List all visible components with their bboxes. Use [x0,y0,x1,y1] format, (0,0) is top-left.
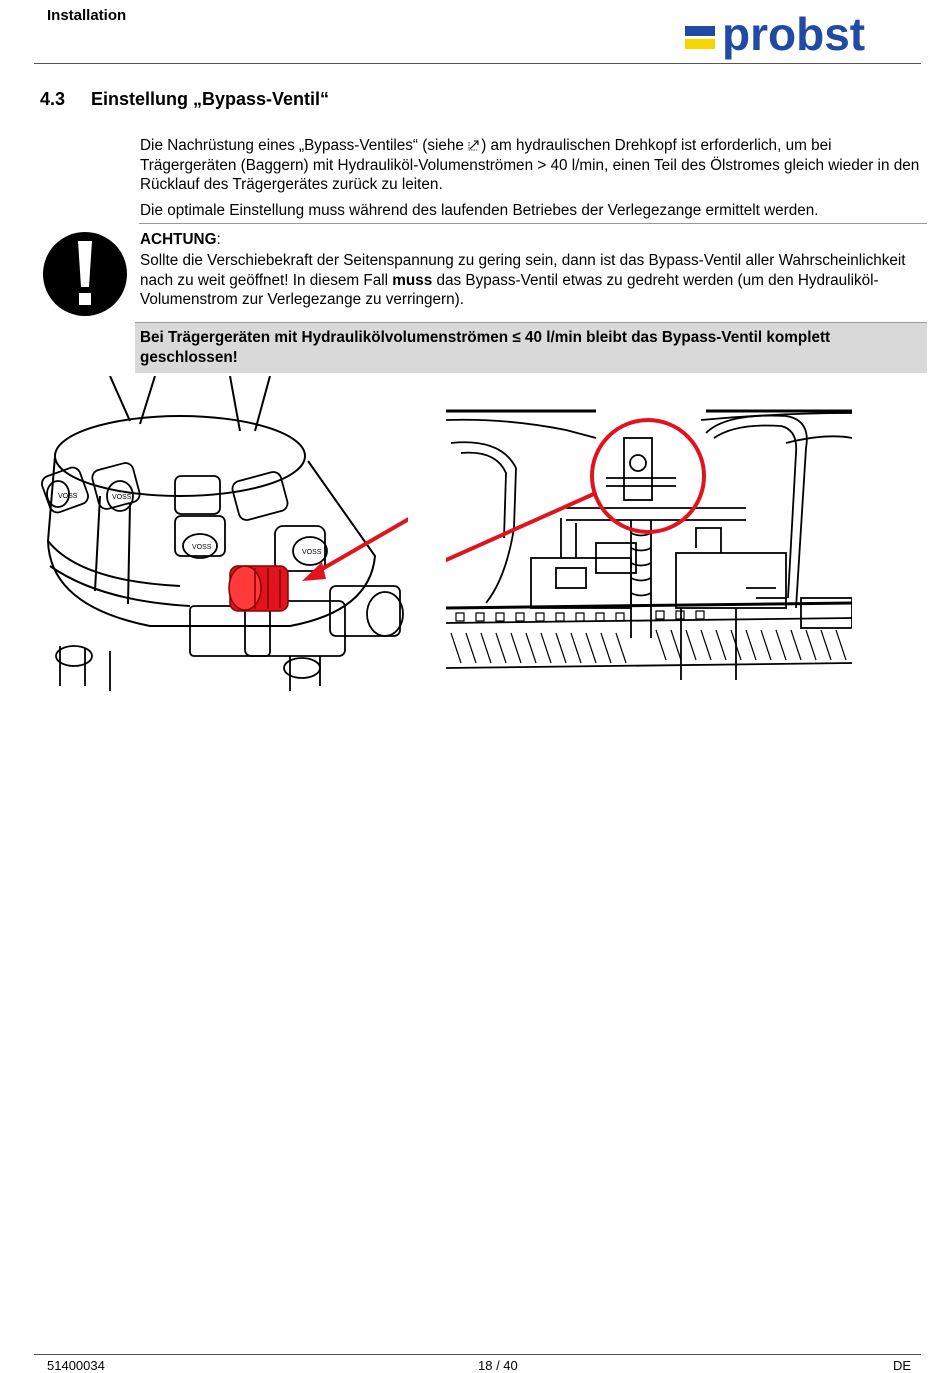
section-number: 4.3 [40,89,66,109]
note-box [135,322,927,373]
warning-heading-colon: : [216,231,221,248]
header-section-label: Installation [47,7,127,24]
warning-text: Sollte die Verschiebekraft der Seitenspa… [140,251,925,310]
external-link-icon[interactable] [468,137,481,151]
hydraulic-rotator-valve-drawing: VOSS VOSS VOSS VOSS [40,375,441,696]
warning-heading: ACHTUNG: [140,231,221,249]
setting-paragraph: Die optimale Einstellung muss während de… [140,202,819,219]
footer-divider [34,1354,921,1355]
footer-language: DE [893,1358,912,1373]
footer-page-number: 18 / 40 [478,1358,518,1373]
intro-paragraph: Die Nachrüstung eines „Bypass-Ventiles“ … [140,136,920,195]
intro-text-before: Die Nachrüstung eines „Bypass-Ventiles“ … [140,137,469,154]
logo-text: probst [722,10,865,60]
svg-text:VOSS: VOSS [58,493,78,500]
bypass-valve-highlight [228,565,289,612]
svg-text:VOSS: VOSS [302,549,322,556]
intro-text-after: ) am hydraulischen Drehkopf ist erforder… [140,137,920,193]
warning-heading-label: ACHTUNG [140,231,217,248]
warning-divider [139,223,927,224]
probst-logo: probst [682,8,914,62]
svg-text:VOSS: VOSS [192,544,212,551]
exclamation-icon [42,231,128,317]
note-text: Bei Trägergeräten mit Hydraulikölvolumen… [140,329,831,366]
valve-location-circle [590,418,706,534]
svg-text:VOSS: VOSS [112,494,132,501]
header-divider [34,63,921,64]
section-title: Einstellung „Bypass-Ventil“ [91,89,330,109]
warning-text-after: das Bypass-Ventil etwas zu gedreht werde… [140,271,879,309]
warning-text-bold: muss [392,271,433,289]
laying-clamp-machine-drawing [405,408,853,680]
warning-text-before: Sollte die Verschiebekraft der Seitenspa… [140,252,906,289]
footer-doc-number: 51400034 [47,1358,105,1373]
